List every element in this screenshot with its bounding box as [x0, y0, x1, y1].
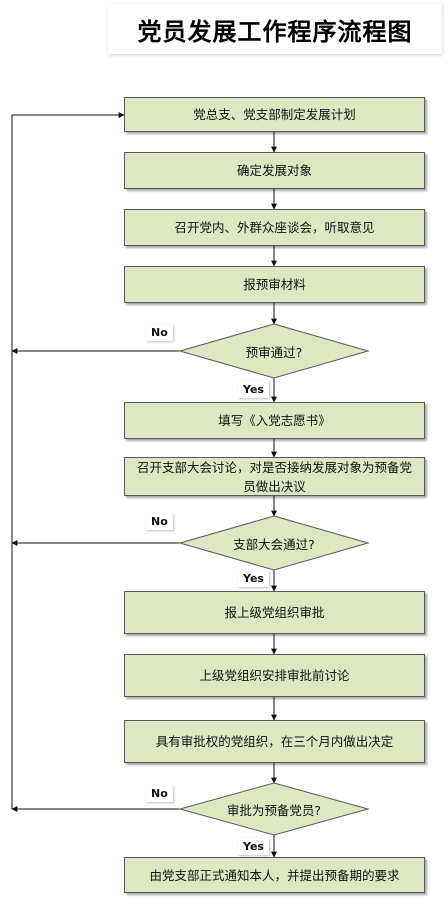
decision-diamond-1 [178, 323, 370, 379]
step-box-1: 党总支、党支部制定发展计划 [124, 97, 425, 132]
step-box-4: 报预审材料 [124, 266, 425, 303]
decision-label-3: 审批为预备党员? [226, 802, 322, 818]
decision-label-2: 支部大会通过? [233, 536, 315, 552]
step-box-7: 报上级党组织审批 [124, 591, 425, 634]
yes-tag-3: Yes [238, 838, 269, 855]
page-title: 党员发展工作程序流程图 [108, 4, 442, 54]
no-tag-1: No [146, 324, 173, 341]
decision-diamond-2 [178, 515, 370, 571]
step-box-10: 由党支部正式通知本人，并提出预备期的要求 [124, 857, 425, 893]
step-box-8: 上级党组织安排审批前讨论 [124, 654, 425, 697]
step-box-2: 确定发展对象 [124, 152, 425, 189]
step-box-3: 召开党内、外群众座谈会，听取意见 [124, 209, 425, 246]
decision-diamond-3 [178, 782, 370, 836]
step-box-6: 召开支部大会讨论，对是否接纳发展对象为预备党员做出决议 [124, 457, 425, 496]
no-tag-3: No [146, 785, 173, 802]
step-box-5: 填写《入党志愿书》 [124, 402, 425, 439]
decision-label-1: 预审通过? [245, 344, 303, 360]
yes-tag-2: Yes [238, 570, 269, 587]
no-tag-2: No [146, 513, 173, 530]
step-box-9: 具有审批权的党组织，在三个月内做出决定 [124, 720, 425, 763]
yes-tag-1: Yes [238, 381, 269, 398]
